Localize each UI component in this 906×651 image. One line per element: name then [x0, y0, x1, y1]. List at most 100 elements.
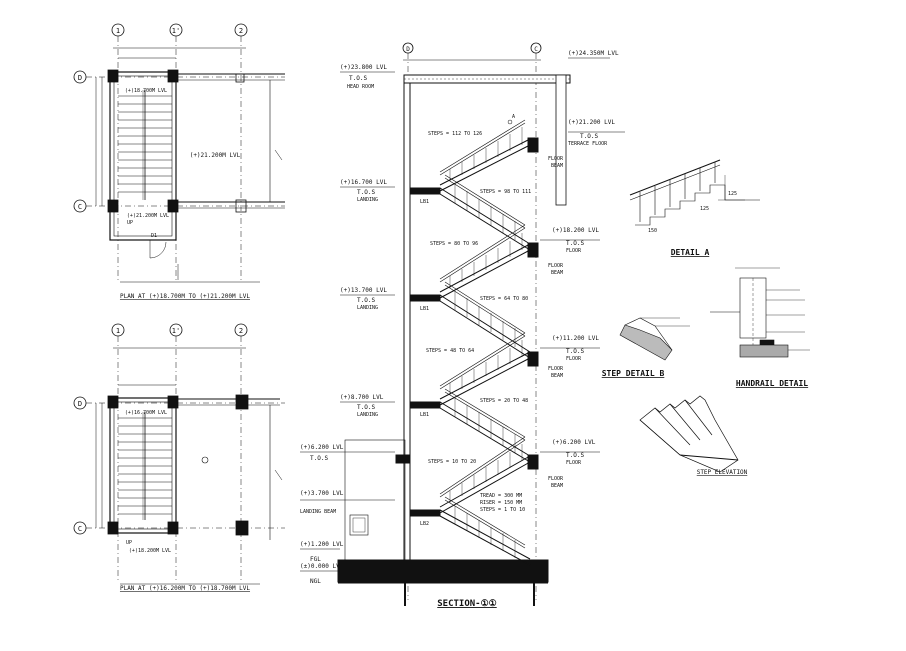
plan-lower-grid-d: D	[78, 400, 82, 408]
plan-lower-level-bottom: (+)18.200M LVL	[129, 548, 171, 554]
beam-tag-1: LB1	[420, 306, 429, 312]
section-ngl: NGL	[310, 578, 321, 585]
steps-label-4: STEPS = 48 TO 64	[426, 348, 474, 354]
section-level-right-1: (+)21.200 LVL	[568, 119, 615, 126]
plan-lower-grid-1prime: 1'	[172, 327, 180, 335]
section-level-left-4-sub1: T.O.S	[310, 455, 328, 462]
plan-lower-title: PLAN AT (+)16.200M TO (+)18.700M LVL	[120, 585, 250, 592]
steps-label-6: STEPS = 10 TO 20	[428, 459, 476, 465]
detail-a-labels: 125 125 150 DETAIL A	[648, 191, 737, 257]
section-level-right-4: (+)6.200 LVL	[552, 439, 596, 446]
floor-beam-3a: FLOOR	[548, 366, 564, 372]
tread-note-2: STEPS = 1 TO 10	[480, 507, 525, 513]
plan-upper-grid-d: D	[78, 74, 82, 82]
step-elevation-labels: STEP ELEVATION	[697, 469, 748, 476]
plan-upper-tag-dn: D1	[151, 233, 157, 239]
floor-beam-1b: BEAM	[551, 163, 563, 169]
section-fgl: FGL	[310, 556, 321, 563]
section-level-left-0-sub2: HEAD ROOM	[347, 84, 374, 90]
section-level-right-3-sub2: FLOOR	[566, 356, 582, 362]
section-level-left-4: (+)6.200 LVL	[300, 444, 344, 451]
floor-beam-4b: BEAM	[551, 483, 563, 489]
handrail-detail-title: HANDRAIL DETAIL	[736, 379, 808, 388]
section-level-left-5: (+)3.700 LVL	[300, 490, 344, 497]
floor-beam-2a: FLOOR	[548, 263, 564, 269]
section-grid-c: C	[534, 46, 538, 53]
floor-beam-1a: FLOOR	[548, 156, 564, 162]
floor-beam-3b: BEAM	[551, 373, 563, 379]
tread-note-1: RISER = 150 MM	[480, 500, 522, 506]
detail-marker-a: A	[512, 114, 515, 120]
handrail-detail-drawing	[710, 267, 810, 358]
section-level-left-2: (+)13.700 LVL	[340, 287, 387, 294]
detail-a-title: DETAIL A	[671, 248, 710, 257]
detail-a-drawing	[629, 159, 760, 226]
plan-upper-level-bottom: (+)21.200M LVL	[127, 213, 169, 219]
handrail-detail-labels: HANDRAIL DETAIL	[736, 379, 808, 388]
section-level-left-2-sub2: LANDING	[357, 305, 378, 311]
section-level-left-0: (+)23.800 LVL	[340, 64, 387, 71]
plan-upper	[73, 23, 285, 283]
plan-lower-labels: 1 1' 2 D C (+)16.700M LVL (+)18.200M LVL…	[78, 327, 251, 592]
beam-tag-2: LB1	[420, 412, 429, 418]
plan-upper-level-room: (+)21.200M LVL	[190, 152, 241, 159]
plan-upper-grid-c: C	[78, 203, 82, 211]
plan-lower-grid-1: 1	[116, 327, 120, 335]
step-elevation-title: STEP ELEVATION	[697, 469, 748, 476]
section-grid-d: D	[406, 46, 410, 53]
section-level-left-1: (+)16.700 LVL	[340, 179, 387, 186]
section-level-right-1-sub2: TERRACE FLOOR	[568, 141, 608, 147]
tread-note-0: TREAD = 300 MM	[480, 493, 522, 499]
section-labels: D C (+)23.800 LVL T.O.S HEAD ROOM (+)16.…	[300, 46, 619, 609]
section-title: SECTION-①①	[437, 599, 496, 609]
section-level-left-1-sub1: T.O.S	[357, 189, 375, 196]
plan-upper-labels: 1 1' 2 D C (+)18.700M LVL (+)21.200M LVL…	[78, 27, 251, 300]
beam-tag-0: LB1	[420, 199, 429, 205]
section-level-left-3-sub1: T.O.S	[357, 404, 375, 411]
floor-beam-2b: BEAM	[551, 270, 563, 276]
detail-a-callout-2: 150	[648, 228, 657, 234]
section-level-left-6: (+)1.200 LVL	[300, 541, 344, 548]
beam-tag-3: LB2	[420, 521, 429, 527]
section-level-left-3-sub2: LANDING	[357, 412, 378, 418]
plan-lower-level-top: (+)16.700M LVL	[125, 410, 167, 416]
section-level-right-0: (+)24.350M LVL	[568, 50, 619, 57]
plan-lower-grid-c: C	[78, 525, 82, 533]
section-level-right-2-sub1: T.O.S	[566, 240, 584, 247]
step-detail-b-title: STEP DETAIL B	[602, 369, 665, 378]
step-detail-b-labels: STEP DETAIL B	[602, 369, 665, 378]
section-level-left-5-sub1: LANDING BEAM	[300, 509, 336, 515]
plan-lower-tag-up: UP	[126, 540, 132, 546]
floor-beam-4a: FLOOR	[548, 476, 564, 482]
plan-lower-grid-2: 2	[239, 327, 243, 335]
section-level-right-2: (+)18.200 LVL	[552, 227, 599, 234]
section-level-right-4-sub1: T.O.S	[566, 452, 584, 459]
detail-a-callout-0: 125	[728, 191, 737, 197]
section-level-left-3: (+)8.700 LVL	[340, 394, 384, 401]
detail-a-callout-1: 125	[700, 206, 709, 212]
step-detail-b-drawing	[619, 317, 690, 361]
step-elevation-drawing	[639, 395, 739, 473]
plan-lower	[73, 323, 285, 585]
section-level-right-2-sub2: FLOOR	[566, 248, 582, 254]
plan-upper-title: PLAN AT (+)18.700M TO (+)21.200M LVL	[120, 293, 250, 300]
plan-upper-grid-2: 2	[239, 27, 243, 35]
section-level-right-3: (+)11.200 LVL	[552, 335, 599, 342]
section-level-right-1-sub1: T.O.S	[580, 133, 598, 140]
steps-label-0: STEPS = 112 TO 126	[428, 131, 482, 137]
section-level-left-2-sub1: T.O.S	[357, 297, 375, 304]
section-level-right-4-sub2: FLOOR	[566, 460, 582, 466]
section-drawing	[300, 42, 625, 606]
steps-label-2: STEPS = 80 TO 96	[430, 241, 478, 247]
steps-label-5: STEPS = 20 TO 48	[480, 398, 528, 404]
steps-label-1: STEPS = 98 TO 111	[480, 189, 531, 195]
section-level-left-1-sub2: LANDING	[357, 197, 378, 203]
plan-upper-grid-1prime: 1'	[172, 27, 180, 35]
plan-upper-tag-up: UP	[127, 220, 133, 226]
section-level-left-0-sub1: T.O.S	[349, 75, 367, 82]
section-level-right-3-sub1: T.O.S	[566, 348, 584, 355]
plan-upper-grid-1: 1	[116, 27, 120, 35]
steps-label-3: STEPS = 64 TO 80	[480, 296, 528, 302]
section-level-left-7: (±)0.000 LVL	[300, 563, 344, 570]
